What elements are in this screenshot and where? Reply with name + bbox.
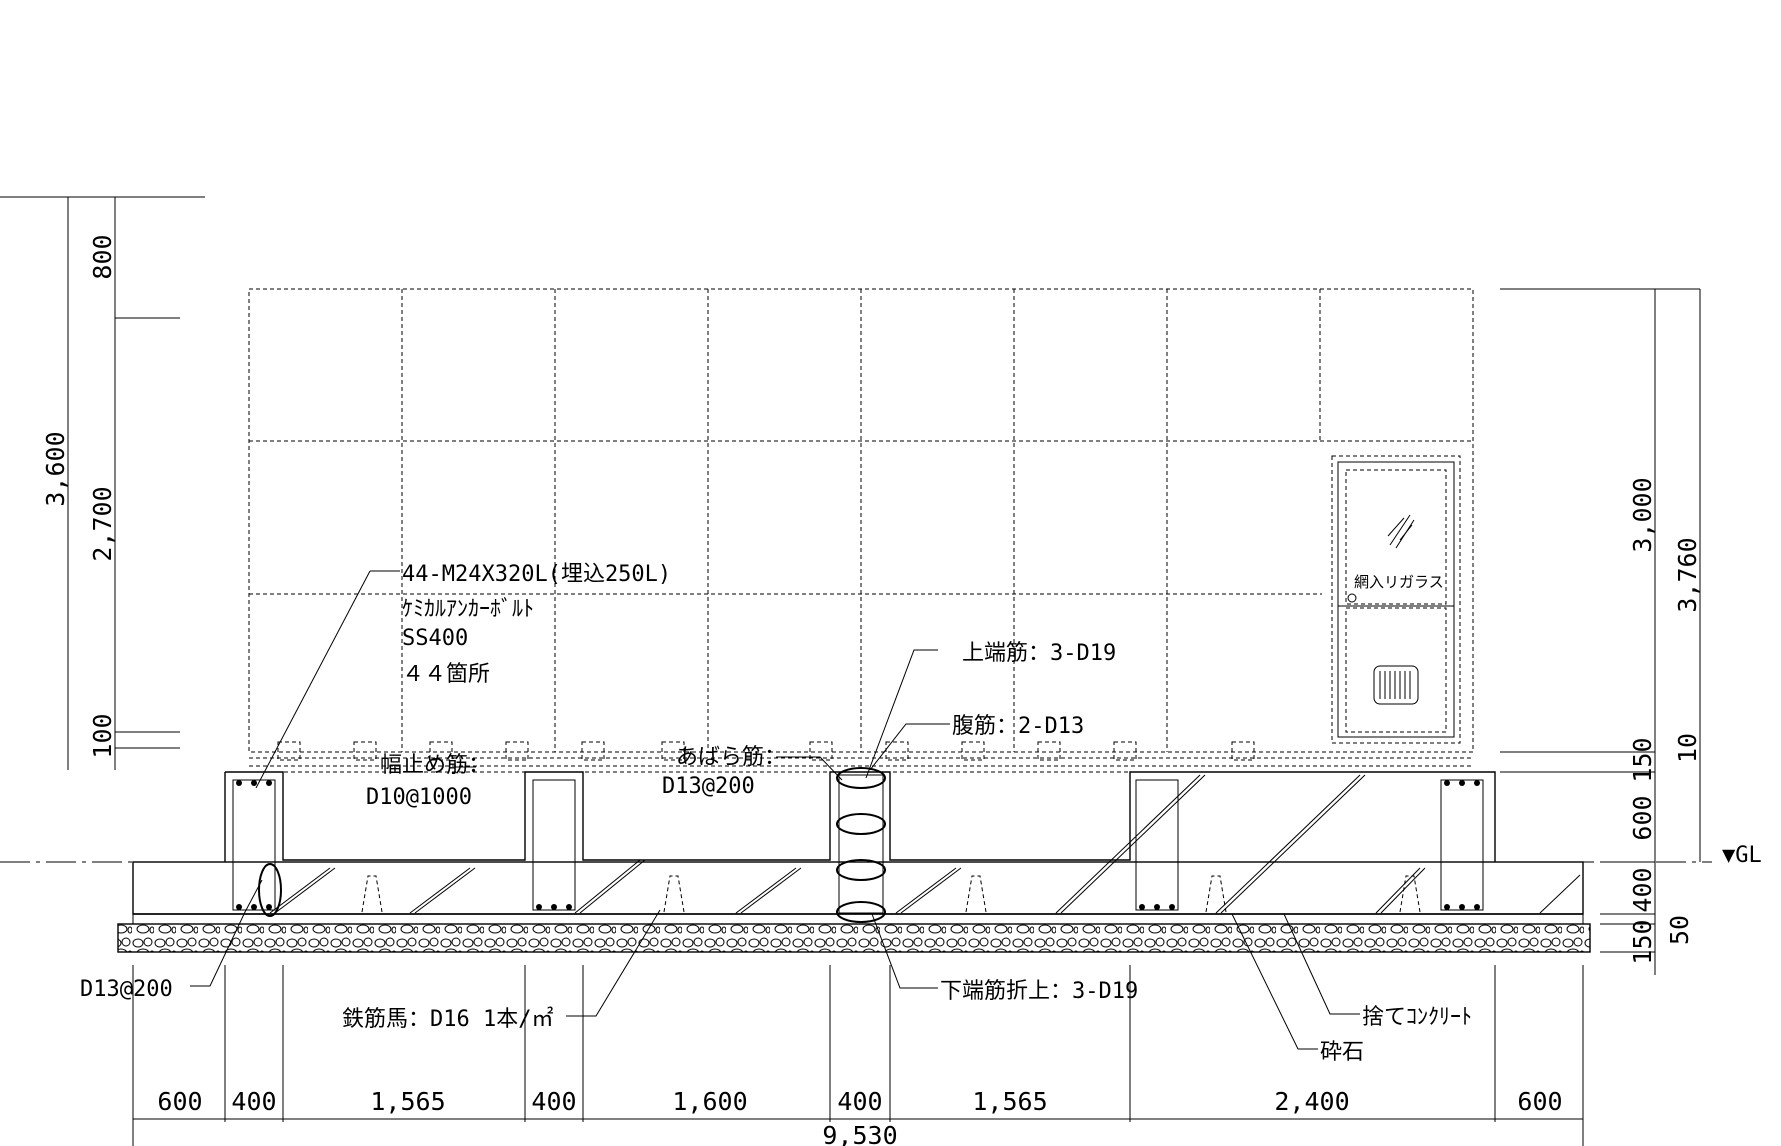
dim-left-bottom: 100 bbox=[88, 713, 117, 758]
dim-right-3000: 3,000 bbox=[1628, 477, 1657, 552]
dim-bottom-total: 9,530 bbox=[822, 1121, 897, 1146]
dim-right-3760: 3,760 bbox=[1673, 537, 1702, 612]
anchor-bolt-note-3: SS400 bbox=[402, 626, 468, 651]
gravel-label: 砕石 bbox=[1320, 1040, 1364, 1065]
slab-bar-label: D13@200 bbox=[80, 977, 173, 1002]
wall-panel-grid bbox=[248, 288, 1474, 773]
dim-bottom-3: 1,565 bbox=[370, 1087, 445, 1116]
lean-concrete-label: 捨てｺﾝｸﾘｰﾄ bbox=[1362, 1005, 1472, 1030]
width-stop-label-1: 幅止め筋： bbox=[380, 753, 490, 778]
dim-right-10: 10 bbox=[1673, 733, 1702, 763]
beam-stirrups bbox=[232, 767, 1484, 923]
glass-hatch-icon bbox=[1387, 514, 1415, 549]
right-dimension-lines bbox=[1500, 288, 1701, 975]
dim-right-150b: 150 bbox=[1628, 919, 1657, 964]
anchor-bolt-note-1: 44-M24X320L(埋込250L) bbox=[402, 562, 671, 587]
foundation-outline bbox=[117, 771, 1591, 953]
dim-right-400: 400 bbox=[1628, 867, 1657, 912]
bottom-bar-label: 下端筋折上：3-D19 bbox=[940, 979, 1138, 1004]
bottom-dimension-lines bbox=[132, 965, 1584, 1146]
dim-bottom-9: 600 bbox=[1517, 1087, 1562, 1116]
width-stop-label-2: D10@1000 bbox=[366, 785, 472, 810]
dim-bottom-4: 400 bbox=[531, 1087, 576, 1116]
rib-bar-label-1: あばら筋： bbox=[676, 745, 786, 770]
leader-lines bbox=[190, 570, 1360, 1050]
dim-bottom-1: 600 bbox=[157, 1087, 202, 1116]
left-dimension-lines bbox=[0, 196, 205, 770]
dim-right-600: 600 bbox=[1628, 795, 1657, 840]
rebar-chairs bbox=[361, 875, 1421, 913]
door-frame: 網入リガラス bbox=[1331, 455, 1461, 744]
dim-right-150: 150 bbox=[1628, 737, 1657, 782]
glass-label: 網入リガラス bbox=[1354, 573, 1444, 591]
dim-bottom-2: 400 bbox=[231, 1087, 276, 1116]
rebar-dots bbox=[236, 780, 1480, 910]
anchor-bolt-note-4: ４４箇所 bbox=[402, 662, 490, 687]
top-bar-label: 上端筋：3-D19 bbox=[962, 641, 1116, 666]
rib-bar-label-2: D13@200 bbox=[662, 774, 755, 799]
anchor-bolt-plates bbox=[277, 741, 1255, 761]
anchor-bolt-note-2: ｹﾐｶﾙｱﾝｶｰﾎﾞﾙﾄ bbox=[402, 597, 534, 622]
web-bar-label: 腹筋：2-D13 bbox=[952, 714, 1084, 739]
chair-label: 鉄筋馬：D16 1本/㎡ bbox=[342, 1006, 553, 1032]
dim-left-top: 800 bbox=[88, 234, 117, 279]
dim-right-50: 50 bbox=[1665, 915, 1694, 945]
ground-level-label: ▼GL bbox=[1722, 843, 1762, 868]
diagonal-rebars bbox=[269, 774, 1581, 914]
dim-bottom-8: 2,400 bbox=[1274, 1087, 1349, 1116]
dim-bottom-7: 1,565 bbox=[972, 1087, 1047, 1116]
dim-left-mid: 2,700 bbox=[88, 486, 117, 561]
dim-left-total: 3,600 bbox=[41, 431, 70, 506]
dim-bottom-5: 1,600 bbox=[672, 1087, 747, 1116]
dim-bottom-6: 400 bbox=[837, 1087, 882, 1116]
door-louver-icon bbox=[1373, 665, 1419, 705]
